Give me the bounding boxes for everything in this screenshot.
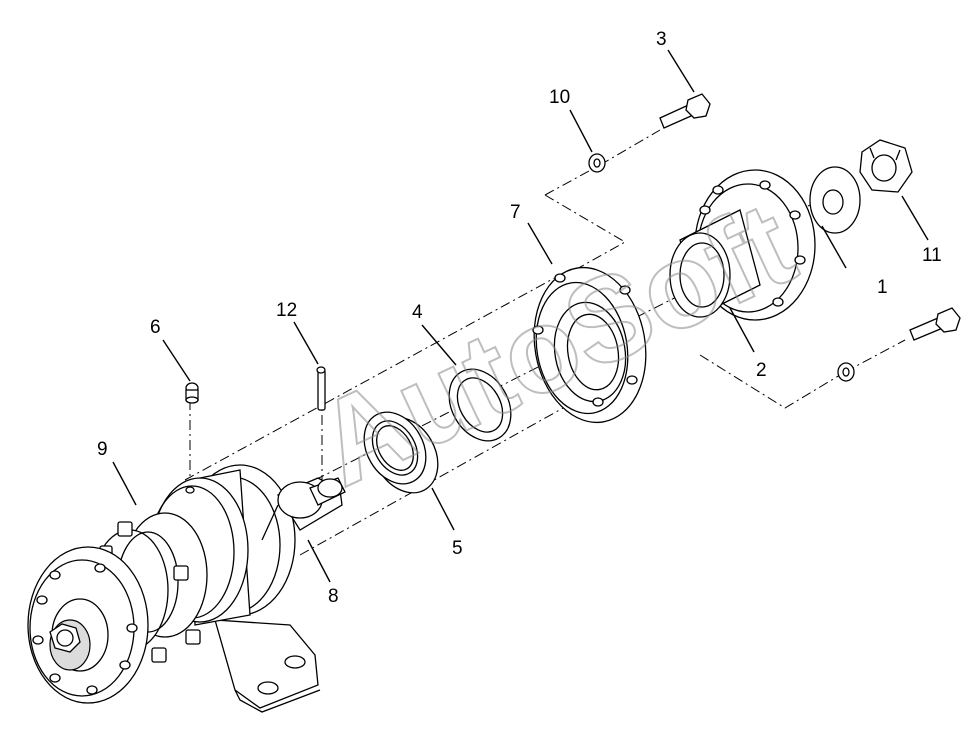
part-7-bearing-cap — [532, 266, 647, 424]
callout-4: 4 — [412, 302, 423, 323]
sleeve-bolt-holes — [699, 180, 806, 307]
part-12-key — [316, 366, 326, 411]
part-11-castle-nut — [859, 139, 913, 193]
part-9-housing-assembly — [27, 464, 321, 713]
callout-8: 8 — [328, 586, 339, 607]
part-3-bolts — [659, 93, 961, 341]
callout-12: 12 — [276, 300, 297, 321]
callout-labels: 1 2 3 4 5 6 7 8 9 10 11 12 — [97, 29, 942, 607]
callout-11: 11 — [922, 245, 942, 266]
watermark-text: AutoSoft — [297, 176, 813, 511]
callout-9: 9 — [97, 439, 108, 460]
callout-7: 7 — [510, 202, 521, 223]
callout-3: 3 — [656, 29, 667, 50]
callout-1: 1 — [877, 277, 888, 298]
part-8-shaft — [261, 477, 346, 541]
cap-bolt-holes — [532, 273, 638, 407]
part-2-flanged-sleeve — [669, 169, 816, 321]
part-4-seal-ring — [448, 368, 512, 442]
callout-2: 2 — [756, 360, 767, 381]
part-1-washer — [809, 166, 861, 234]
housing-bolts — [99, 521, 201, 663]
part-10-lock-washers — [588, 153, 855, 382]
callout-6: 6 — [150, 317, 161, 338]
callout-10: 10 — [549, 87, 570, 108]
part-6-grease-fitting — [185, 382, 199, 494]
front-flange-holes — [32, 563, 138, 695]
callout-5: 5 — [452, 538, 463, 559]
leader-lines — [112, 49, 929, 583]
part-5-bearing — [363, 411, 439, 494]
